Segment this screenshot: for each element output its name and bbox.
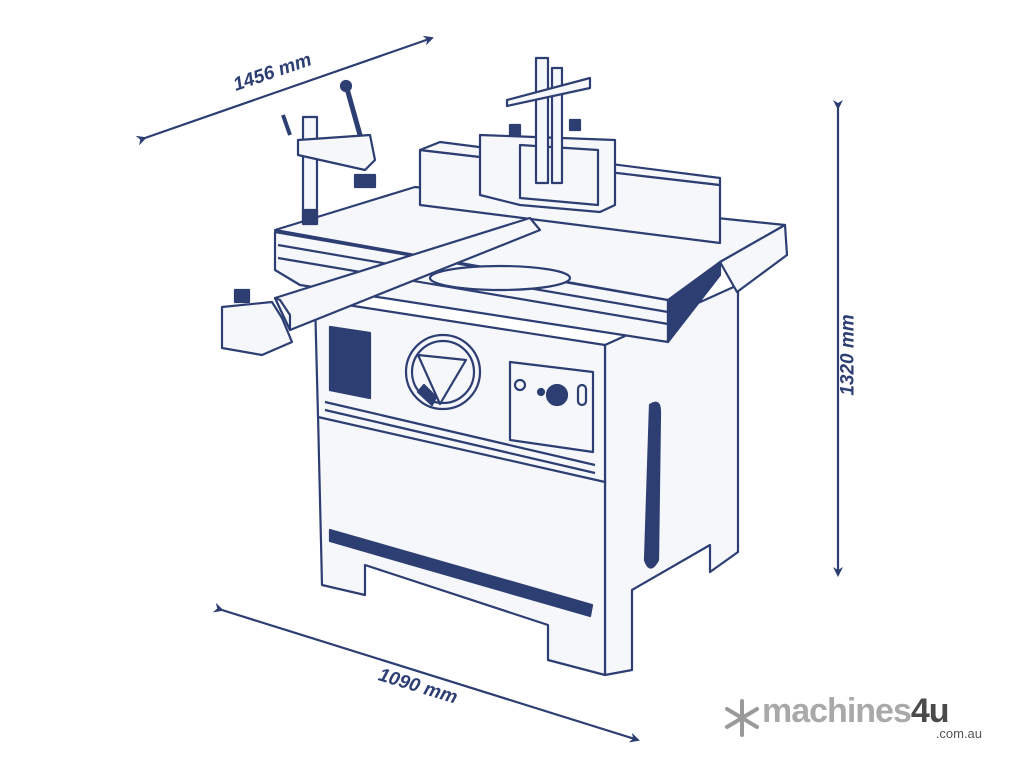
stop-block: [220, 300, 294, 357]
logo-suffix: 4u: [910, 692, 950, 730]
control-panel: [508, 360, 595, 454]
hold-down-post: [534, 56, 550, 185]
cabinet-lower-front: [316, 413, 607, 677]
machines4u-watermark: machines4u .com.au: [724, 692, 994, 746]
cabinet-side: [603, 283, 740, 677]
table-insert: [428, 264, 572, 292]
logo-domain: .com.au: [935, 726, 982, 741]
height-dimension-label: 1320 mm: [837, 314, 859, 396]
depth-dimension-arrow: [135, 35, 434, 146]
side-handle: [643, 401, 662, 569]
access-panel: [328, 325, 372, 400]
logo-name: machines: [762, 692, 912, 730]
clamp-post: [301, 115, 319, 225]
base-strip: [328, 528, 594, 618]
width-dimension-arrow: [212, 602, 640, 743]
snowflake-logo-icon: [725, 699, 759, 737]
table-extension: [718, 223, 789, 294]
clamp-arm: [296, 133, 377, 172]
